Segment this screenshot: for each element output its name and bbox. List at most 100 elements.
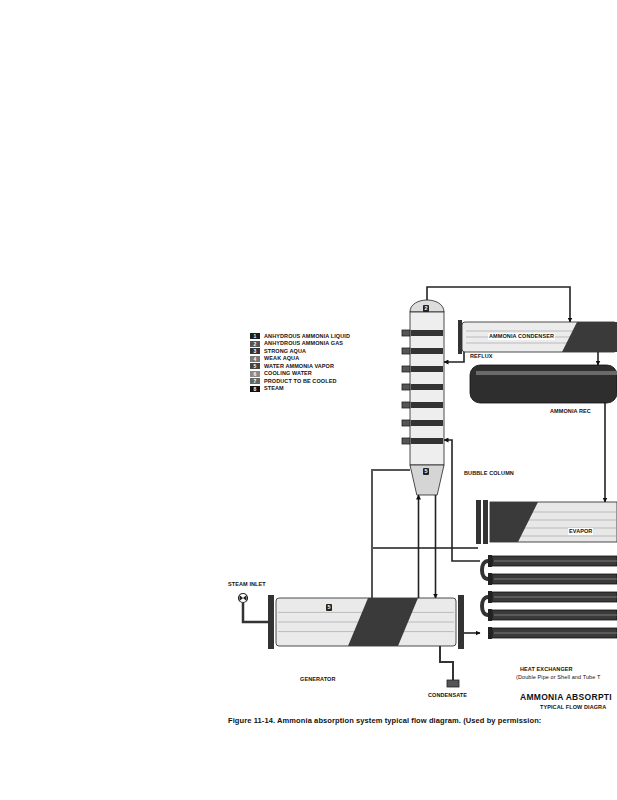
inner-pipe <box>494 633 617 634</box>
bubble-tray <box>411 330 443 336</box>
return-bend <box>482 597 488 615</box>
flange <box>458 320 462 354</box>
evaporator-vessel: EVAPOR <box>476 502 617 542</box>
double-pipe <box>492 592 617 602</box>
generator-shape <box>268 595 464 649</box>
bubble-column-outline <box>410 300 444 495</box>
generator-vessel-outline <box>268 598 464 646</box>
aqua-pipe <box>372 547 478 549</box>
pipe-flange <box>488 573 492 585</box>
tube-bundle <box>348 598 418 646</box>
part-label: TYPICAL FLOW DIAGRA <box>540 704 606 711</box>
pipe-connector <box>418 495 420 598</box>
flange <box>476 500 481 544</box>
tray-downcomer <box>402 330 410 336</box>
tray-downcomer <box>402 402 410 408</box>
callout-number: 5 <box>326 604 332 611</box>
equipment-label: HEAT EXCHANGER <box>520 666 573 673</box>
double-pipe <box>492 610 617 620</box>
steam-valve <box>239 594 248 603</box>
pipe-connector <box>604 403 606 502</box>
inner-pipe <box>494 597 617 598</box>
legend-text: WEAK AQUA <box>264 355 299 362</box>
bubble-tray <box>411 366 443 372</box>
legend-text: STEAM <box>264 385 284 392</box>
heat-exchanger: HEAT EXCHANGER(Double Pipe or Shell and … <box>480 552 617 644</box>
tray-downcomer <box>402 420 410 426</box>
legend-number: 5 <box>250 363 260 369</box>
edge-label: REFLUX <box>469 353 494 360</box>
steam-pipe <box>243 603 268 622</box>
legend-number: 3 <box>250 348 260 354</box>
bubble-tray <box>411 384 443 390</box>
diagram-title: AMMONIA ABSORPTI <box>520 692 612 702</box>
pipe-connector <box>597 352 599 365</box>
figure-caption: Figure 11-14. Ammonia absorption system … <box>228 716 541 725</box>
equipment-label: BUBBLE COLUMN <box>464 470 514 477</box>
ammonia-receiver: AMMONIA REC <box>470 365 617 403</box>
callout-number: 2 <box>423 305 429 312</box>
generator-vessel: GENERATOR <box>268 598 464 646</box>
receiver-shape <box>470 365 617 403</box>
inner-pipe <box>494 561 617 562</box>
callout-number: 5 <box>423 468 429 475</box>
generator-shell <box>276 598 456 646</box>
part-label: CONDENSATE <box>428 692 467 699</box>
hx-shape <box>482 555 617 639</box>
vessel-shell <box>462 322 617 352</box>
legend-text: ANHYDROUS AMMONIA GAS <box>264 340 343 347</box>
equipment-label: AMMONIA REC <box>550 408 591 415</box>
condensate-pipe <box>440 646 453 680</box>
column-shape <box>402 300 444 495</box>
bubble-column: BUBBLE COLUMN <box>410 300 444 495</box>
pipe-flange <box>488 591 492 603</box>
legend-number: 1 <box>250 333 260 339</box>
double-pipe <box>492 556 617 566</box>
pipe-connector <box>444 440 480 561</box>
legend-text: PRODUCT TO BE COOLED <box>264 378 337 385</box>
inner-pipe <box>494 615 617 616</box>
valve-body <box>239 594 248 603</box>
condenser-vessel: AMMONIA CONDENSER <box>458 322 617 352</box>
steam-trap <box>447 680 459 687</box>
pipe-connector <box>464 632 480 634</box>
pipe-flange <box>488 609 492 621</box>
tray-downcomer <box>402 384 410 390</box>
part-label: STEAM INLET <box>228 581 266 588</box>
return-bend <box>482 561 488 579</box>
tray-downcomer <box>402 438 410 444</box>
double-pipe <box>492 628 617 638</box>
evaporator-shape <box>476 500 617 544</box>
tray-downcomer <box>402 366 410 372</box>
legend-text: COOLING WATER <box>264 370 312 377</box>
legend-number: 2 <box>250 341 260 347</box>
tube-bundle <box>490 502 538 542</box>
flange <box>268 595 274 649</box>
bubble-tray <box>411 438 443 444</box>
equipment-label: GENERATOR <box>300 676 336 683</box>
shell-highlight <box>476 371 617 375</box>
legend-text: WATER AMMONIA VAPOR <box>264 363 334 370</box>
pipe-flange <box>488 627 492 639</box>
evaporator-shell <box>490 502 617 542</box>
inner-pipe <box>494 579 617 580</box>
evaporator-vessel-outline <box>476 502 617 542</box>
equipment-note: (Double Pipe or Shell and Tube T <box>516 674 600 681</box>
tray-downcomer <box>402 348 410 354</box>
legend-text: ANHYDROUS AMMONIA LIQUID <box>264 333 350 340</box>
flange <box>483 500 488 544</box>
pipe-flange <box>488 555 492 567</box>
legend-text: STRONG AQUA <box>264 348 306 355</box>
column-cone <box>410 465 444 495</box>
equipment-label: AMMONIA CONDENSER <box>488 333 555 340</box>
pipe-connector <box>427 287 570 322</box>
aqua-pipe <box>372 470 410 598</box>
pipe-connector <box>435 495 437 598</box>
valve-bowtie <box>240 595 247 601</box>
bubble-tray <box>411 402 443 408</box>
legend-number: 7 <box>250 378 260 384</box>
column-dome <box>410 300 444 312</box>
double-pipe <box>492 574 617 584</box>
